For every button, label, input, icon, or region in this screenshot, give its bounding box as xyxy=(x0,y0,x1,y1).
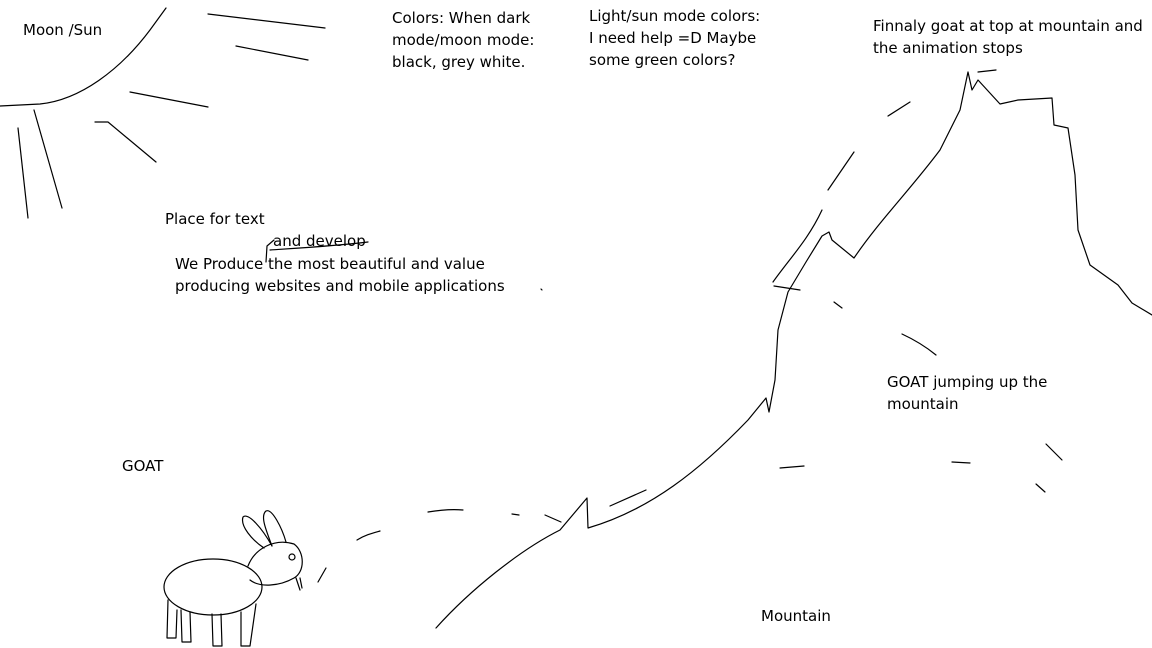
dark-mode-colors-note: Colors: When dark mode/moon mode: black,… xyxy=(392,7,534,73)
dark-mode-note-line: mode/moon mode: xyxy=(392,31,535,49)
jump-dash xyxy=(427,509,464,513)
goat-drawing xyxy=(163,510,303,647)
sun-ray xyxy=(33,109,63,209)
light-mode-note-line: I need help =D Maybe xyxy=(589,29,757,47)
goat-jumping-note: GOAT jumping up the mountain xyxy=(887,371,1047,415)
hero-text: We Produce the most beautiful and value … xyxy=(175,253,505,297)
mountain-ridge xyxy=(773,285,801,291)
goat-top-note-line: Finnaly goat at top at mountain and xyxy=(873,17,1143,35)
sun-ray xyxy=(94,121,157,163)
goat-body xyxy=(163,558,263,616)
mountain-left-slope xyxy=(435,71,1152,629)
goat-ear xyxy=(262,510,287,547)
goat-beard xyxy=(295,577,303,591)
sun-drawing xyxy=(0,7,326,219)
jump-dash xyxy=(511,513,520,516)
text-insertion: and develop xyxy=(273,232,366,250)
mountain-ridge xyxy=(772,209,823,283)
sun-ray xyxy=(235,45,309,61)
light-mode-colors-note: Light/sun mode colors: I need help =D Ma… xyxy=(589,5,760,71)
text-placeholder-label: Place for text xyxy=(165,210,265,228)
goat-head xyxy=(247,541,303,586)
sun-arc xyxy=(0,7,167,107)
jump-dash xyxy=(544,514,562,523)
mountain-ridge xyxy=(977,69,997,73)
sun-ray xyxy=(17,127,29,219)
light-mode-note-line: Light/sun mode colors: xyxy=(589,7,761,25)
dot-mark xyxy=(540,288,543,291)
mountain-mark xyxy=(1045,443,1063,461)
mountain-drawing xyxy=(435,69,1152,629)
dark-mode-note-line: black, grey white. xyxy=(392,53,526,71)
mountain-mark xyxy=(901,333,937,356)
light-mode-note-line: some green colors? xyxy=(589,51,736,69)
sun-ray xyxy=(207,13,326,29)
goat-top-note: Finnaly goat at top at mountain and the … xyxy=(873,15,1143,59)
jump-dash xyxy=(356,530,381,541)
goat-ear xyxy=(241,515,273,549)
goat-leg xyxy=(166,599,178,639)
mountain-label: Mountain xyxy=(761,607,831,625)
goat-leg xyxy=(211,613,223,647)
mountain-mark xyxy=(1035,483,1046,493)
sun-ray xyxy=(129,91,209,108)
mountain-mark xyxy=(609,489,647,507)
jump-dash xyxy=(317,567,327,583)
goat-top-note-line: the animation stops xyxy=(873,39,1023,57)
dark-mode-note-line: Colors: When dark xyxy=(392,9,531,27)
goat-eye xyxy=(288,553,296,561)
goat-leg xyxy=(240,603,257,647)
jump-path xyxy=(317,509,562,583)
goat-label: GOAT xyxy=(122,457,164,475)
mountain-ridge xyxy=(887,101,911,117)
moon-sun-label: Moon /Sun xyxy=(23,21,103,39)
goat-jumping-note-line: GOAT jumping up the xyxy=(887,373,1048,391)
mountain-mark xyxy=(833,301,843,309)
mountain-mark xyxy=(951,461,971,464)
hero-text-line: We Produce the most beautiful and value xyxy=(175,255,485,273)
insertion-mark xyxy=(265,239,369,263)
goat-jumping-note-line: mountain xyxy=(887,395,959,413)
goat-leg xyxy=(180,609,192,643)
hero-text-line: producing websites and mobile applicatio… xyxy=(175,277,505,295)
mountain-mark xyxy=(779,465,805,469)
mountain-ridge xyxy=(827,151,855,191)
